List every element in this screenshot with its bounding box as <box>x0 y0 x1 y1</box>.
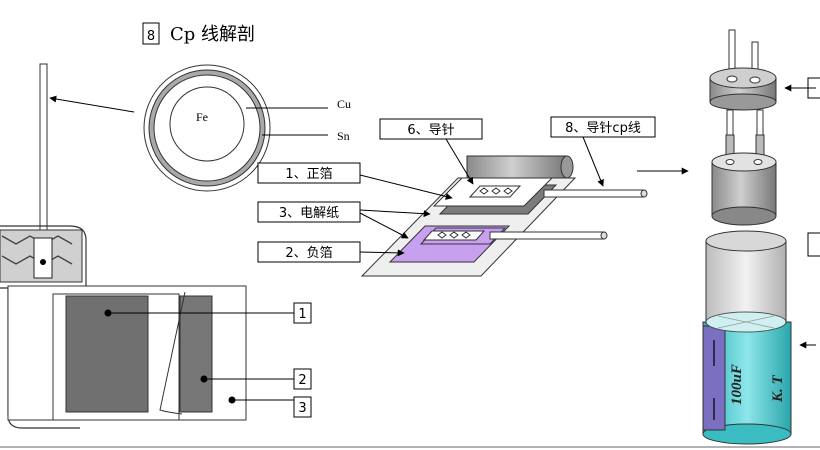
rubber-plug-top <box>709 67 777 89</box>
callout-label-2: 2 <box>298 373 306 388</box>
aluminum-can-body <box>705 240 787 324</box>
label-box-guide-pin <box>379 118 483 140</box>
roller-end <box>560 155 574 179</box>
callout-box-2 <box>293 368 312 390</box>
element-bottom <box>711 206 777 226</box>
callout-box-3 <box>293 396 312 418</box>
guide-pin-arrow <box>445 138 474 185</box>
label-guide-pin-cp: 8、导针cp线 <box>565 121 641 136</box>
wire-arrow <box>49 95 135 113</box>
rubber-plug-bottom <box>709 93 777 111</box>
label-foil-positive: 1、正箔 <box>285 166 332 182</box>
exploded-parts: 100uF K. T <box>702 29 820 445</box>
wire-iron-core <box>169 86 245 162</box>
lead-socket <box>33 237 53 279</box>
lead-wire-bottom-end <box>600 231 608 240</box>
plug-bracket <box>807 77 820 99</box>
lead-wire-top-end <box>640 189 648 198</box>
paper-curl <box>159 291 186 415</box>
aluminum-can-rim <box>705 230 787 252</box>
foil-positive-arrow <box>359 174 453 200</box>
callout-label-3: 3 <box>298 401 306 416</box>
paper-arrow-1 <box>359 209 431 218</box>
lead-wire-bottom <box>489 231 605 240</box>
layer-label-cu: Cu <box>337 97 351 111</box>
plug-hole-left <box>726 75 738 83</box>
plug-hole-right <box>749 76 761 84</box>
capacitor-cutaway: 1 2 3 <box>0 63 312 429</box>
page-title: Cp 线解剖 <box>170 24 255 45</box>
foil-back <box>179 295 213 413</box>
paper-arrow-2 <box>359 212 409 239</box>
winding-assembly: 6、导针 1、正箔 3、电解纸 2、负箔 8、导针cp线 <box>257 116 689 277</box>
foil-negative-arrow <box>359 249 405 257</box>
title-number-box <box>142 22 160 45</box>
can-bracket <box>807 232 820 257</box>
label-box-guide-pin-cp <box>550 116 656 138</box>
callout-label-1: 1 <box>298 307 306 322</box>
element-top-hole-left <box>725 159 735 165</box>
layer-label-sn: Sn <box>337 129 350 143</box>
label-paper: 3、电解纸 <box>279 206 339 221</box>
lead-wire-top <box>543 189 645 198</box>
can-bottom-cross <box>717 315 775 329</box>
roller-body <box>466 155 568 179</box>
lead-wire <box>39 63 48 237</box>
lead-socket-dot <box>40 259 46 265</box>
tab-diamonds-bottom <box>437 231 471 239</box>
label-box-paper <box>257 201 361 223</box>
element-top <box>711 152 777 172</box>
wire-cross-section: Fe Cu Sn <box>49 64 351 192</box>
label-foil-negative: 2、负箔 <box>285 245 332 261</box>
title-group: 8 Cp 线解剖 <box>142 22 255 45</box>
sleeve-capacitance-text: 100uF <box>729 364 745 405</box>
label-guide-pin: 6、导针 <box>407 123 454 138</box>
callout-box-1 <box>293 302 312 324</box>
title-number: 8 <box>147 29 155 44</box>
sleeve-brand-text: K. T <box>770 374 786 403</box>
guide-pin-cp-arrow <box>582 136 604 187</box>
core-label-fe: Fe <box>196 110 208 124</box>
tab-diamonds-top <box>479 187 513 195</box>
element-top-hole-right <box>753 159 763 165</box>
label-box-foil-positive <box>257 162 361 184</box>
